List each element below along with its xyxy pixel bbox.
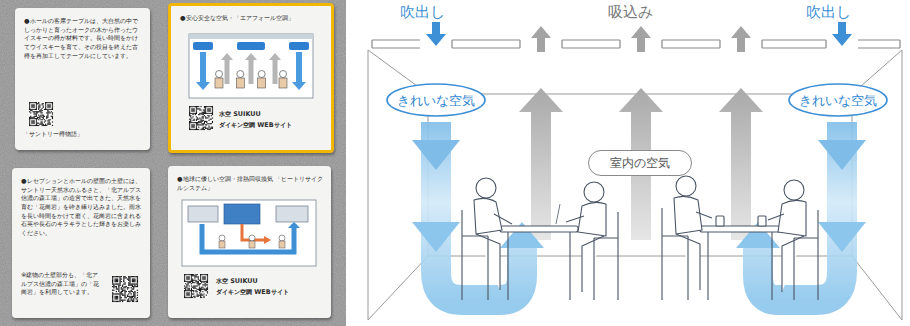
mini-airflow-diagram	[189, 28, 313, 98]
card-body-text: ●レセプションとホールの壁面の土壁には、サントリー天然水のふるさと、「北アルプス…	[21, 177, 143, 237]
card-caption: 水空 SUIKUU	[216, 277, 324, 286]
qr-code	[112, 276, 138, 302]
card-body-text: ●地球に優しい空調・排熱回収換気 「ヒートリサイクルシステム」	[177, 175, 323, 192]
node-label: きれいな空気	[788, 83, 888, 117]
info-card: ●地球に優しい空調・排熱回収換気 「ヒートリサイクルシステム」水空 SUIKUU…	[168, 166, 331, 318]
outlet-label: 吹出し	[806, 3, 851, 22]
card-caption: ダイキン空調 WEBサイト	[216, 288, 324, 297]
outlet-label: 吹出し	[400, 3, 445, 22]
info-card: ●ホールの客席テーブルは、大自然の中でしっかりと育ったオークの木から作ったウイス…	[15, 8, 150, 150]
card-caption: ダイキン空調 WEBサイト	[219, 121, 327, 130]
mini-heat-recycle-diagram	[182, 200, 316, 266]
card-caption: ※建物の土壁部分も、「北アルプス信濃の森工場」の「花崗岩」を利用しています。	[21, 271, 103, 297]
qr-code	[189, 106, 213, 130]
node-label: 室内の空気	[589, 151, 691, 175]
card-caption: 「サントリー樽物語」	[23, 130, 143, 139]
card-body-text: ●ホールの客席テーブルは、大自然の中でしっかりと育ったオークの木から作ったウイス…	[24, 17, 142, 60]
room-air-box: 室内の空気	[588, 150, 692, 176]
node-label: きれいな空気	[386, 83, 486, 117]
clean-air-ellipse: きれいな空気	[788, 83, 888, 117]
info-card: ●レセプションとホールの壁面の土壁には、サントリー天然水のふるさと、「北アルプス…	[12, 168, 150, 318]
intake-label: 吸込み	[608, 3, 653, 22]
qr-code	[184, 274, 208, 298]
card-body-text: ●安心安全な空気・「エアフォール空調」	[180, 14, 328, 23]
clean-air-ellipse: きれいな空気	[386, 83, 486, 117]
card-caption: 水空 SUIKUU	[219, 110, 327, 119]
qr-code	[29, 102, 53, 126]
info-card-highlighted: ●安心安全な空気・「エアフォール空調」水空 SUIKUU ダイキン空調 WEBサイ…	[168, 3, 334, 153]
